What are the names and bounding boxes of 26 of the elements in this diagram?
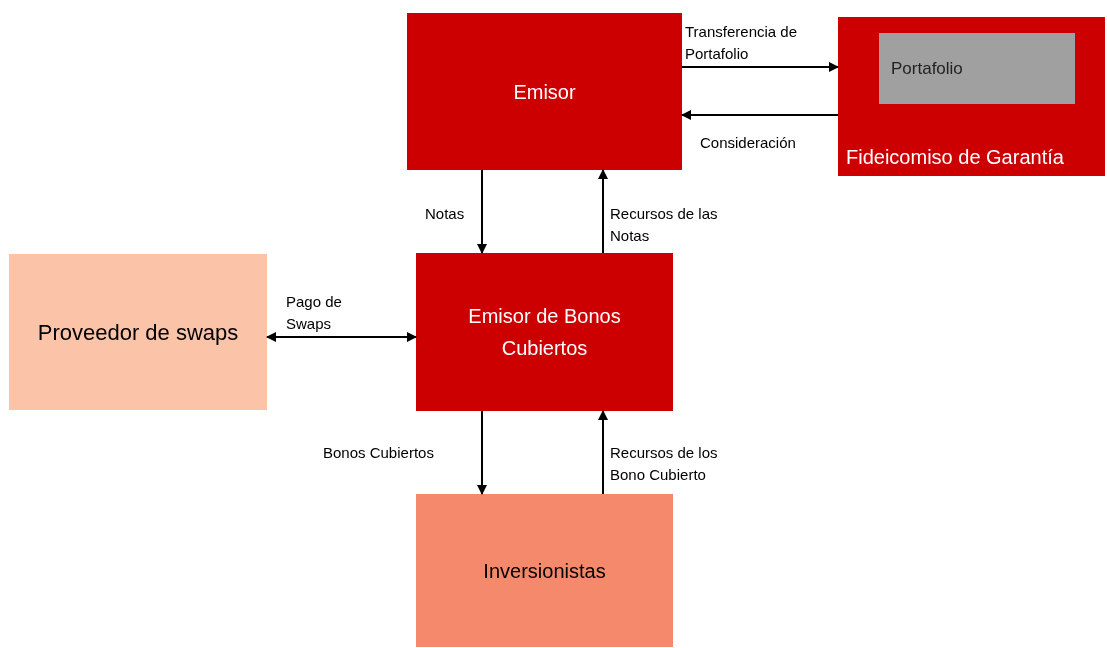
portfolio-box <box>879 33 1075 104</box>
arrow <box>477 169 487 254</box>
node-label: Portafolio <box>890 57 964 80</box>
edge-label: Recursos de los Bono Cubierto <box>610 443 719 485</box>
edge-label: Transferencia de Portafolio <box>685 22 798 64</box>
investor-box <box>416 494 673 647</box>
provider-box <box>9 254 267 410</box>
arrow <box>477 410 487 495</box>
edge-label: Notas <box>425 204 465 224</box>
arrow <box>598 169 608 254</box>
trust-box <box>838 17 1105 176</box>
process-box <box>407 13 682 170</box>
node-label: Emisor <box>513 79 576 105</box>
arrow <box>681 62 839 72</box>
edge-label: Bonos Cubiertos <box>323 443 434 463</box>
edge-label: Consideración <box>700 133 796 153</box>
arrow <box>598 410 608 495</box>
node-label: Fideicomiso de Garantía <box>845 145 1065 170</box>
edge-label: Recursos de las Notas <box>610 204 719 246</box>
node-label: Emisor de Bonos Cubiertos <box>467 304 622 361</box>
node-label: Inversionistas <box>483 558 606 584</box>
arrow <box>681 110 839 120</box>
process-box <box>416 253 673 411</box>
node-label: Proveedor de swaps <box>37 318 239 347</box>
arrow <box>266 332 417 342</box>
edge-label: Pago de Swaps <box>286 292 343 334</box>
